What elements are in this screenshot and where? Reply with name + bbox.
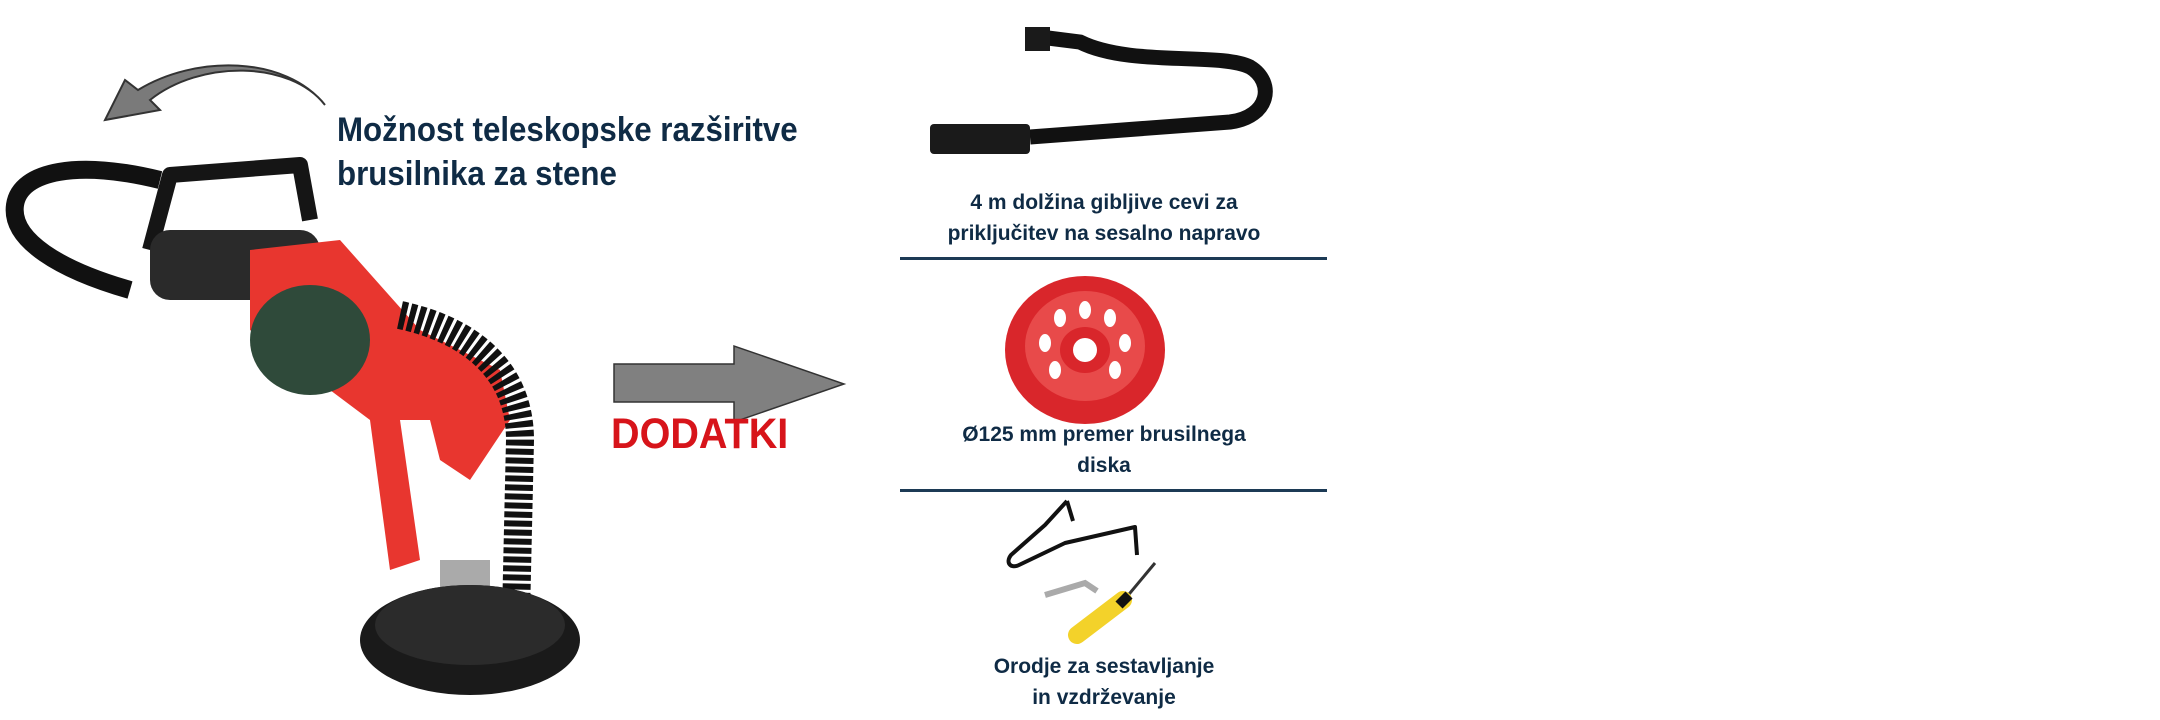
caption-line: in vzdrževanje	[1032, 686, 1176, 709]
grinding-disc-icon	[1005, 276, 1165, 424]
divider	[900, 489, 1327, 492]
tools-icon	[1006, 499, 1157, 644]
curved-arrow-icon	[103, 64, 326, 122]
heading-line-1: Možnost teleskopske razširitve	[337, 111, 798, 149]
divider	[900, 257, 1327, 260]
caption-line: diska	[1077, 454, 1131, 477]
hose-icon	[930, 27, 1273, 154]
accessory-tools-caption: Orodje za sestavljanje in vzdrževanje	[884, 651, 1324, 713]
accessory-disc-caption: Ø125 mm premer brusilnega diska	[884, 419, 1324, 481]
telescopic-extension-heading: Možnost teleskopske razširitve brusilnik…	[337, 108, 798, 196]
right-arrow-icon	[613, 344, 847, 424]
accessories-label: DODATKI	[611, 410, 789, 458]
caption-line: Orodje za sestavljanje	[993, 655, 1215, 678]
wall-sander-image	[5, 64, 580, 695]
caption-line: Ø125 mm premer brusilnega	[962, 423, 1246, 446]
heading-line-2: brusilnika za stene	[337, 155, 617, 193]
accessory-hose-caption: 4 m dolžina gibljive cevi za priključite…	[884, 187, 1324, 249]
caption-line: 4 m dolžina gibljive cevi za	[970, 191, 1238, 214]
caption-line: priključitev na sesalno napravo	[947, 222, 1261, 245]
